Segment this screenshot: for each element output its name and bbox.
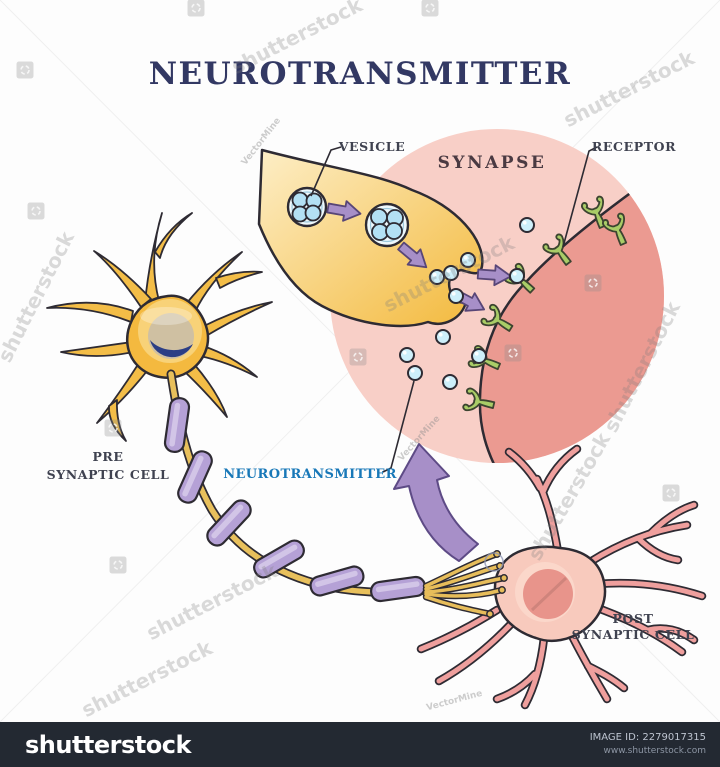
receptor-label: RECEPTOR [592,139,676,154]
watermark-logo-square [15,60,35,80]
watermark-logo-square [348,347,368,367]
watermark-creator: VectorMine [425,689,483,714]
image-id: IMAGE ID: 2279017315 [589,732,706,744]
neurotransmitter-dot-labeled [407,365,423,381]
nucleus-post [523,569,573,619]
watermark-logo-square [661,483,681,503]
pre-cell-label-line2: SYNAPTIC CELL [47,467,170,482]
watermark-brand: shutterstock [143,558,282,645]
neurotransmitter-label: NEUROTRANSMITTER [223,467,397,482]
vesicle-leader-line [310,146,342,197]
myelin-segments [163,397,426,603]
watermark-logo-square [420,0,440,18]
footer-meta: IMAGE ID: 2279017315 www.shutterstock.co… [590,730,706,759]
footer-bar: shutterstock IMAGE ID: 2279017315 www.sh… [0,722,720,767]
website-url: www.shutterstock.com [603,746,706,757]
receptor-leader-line [562,146,598,248]
nucleus-pre-dark [150,340,193,358]
nucleus-post-slash [530,576,568,612]
postsynaptic-neuron [416,444,707,710]
neurotransmitter-leader-line [382,380,415,473]
neurotransmitter-dot [435,329,451,345]
watermark-logo-square [186,0,206,18]
release-arrow [393,443,479,562]
watermark-brand: shutterstock [560,45,699,132]
watermark-logo-square [583,273,603,293]
vesicle-1 [286,186,328,228]
vesicle-label: VESICLE [338,139,406,154]
neurotransmitter-dot [519,217,535,233]
post-cell-label-line2: SYNAPTIC CELL [572,627,695,642]
watermark-brand: shutterstock [78,635,217,722]
axon [163,369,433,603]
dendrites-pre [46,212,273,442]
presynaptic-neuron [46,212,273,442]
neurotransmitter-dot [442,374,458,390]
axon-terminal-fingers [422,550,508,618]
page-title: NEUROTRANSMITTER [149,56,572,92]
soma-highlight [140,307,192,325]
neurotransmitter-dot [448,288,464,304]
leader-lines [310,146,598,473]
shutterstock-logo: shutterstock [25,730,191,759]
watermark-logo-square [26,201,46,221]
watermark-brand: shutterstock [0,227,79,366]
vesicle-2 [364,202,410,248]
pre-cell-label-line1: PRE [92,449,123,464]
neurotransmitter-dot [399,347,415,363]
neurotransmitter-diagram: NEUROTRANSMITTER SYNAPSE VESICLE RECEPTO… [0,0,720,722]
post-cell-label-line1: POST [612,611,653,626]
watermark-logo-square [503,343,523,363]
neurotransmitter-dot-bound [509,268,525,284]
synapse-label: SYNAPSE [438,153,547,173]
synaptic-contact-circle [484,552,504,572]
watermark-logo-square [103,418,123,438]
neurotransmitter-dot-bound [471,348,487,364]
watermark-logo-square [108,555,128,575]
